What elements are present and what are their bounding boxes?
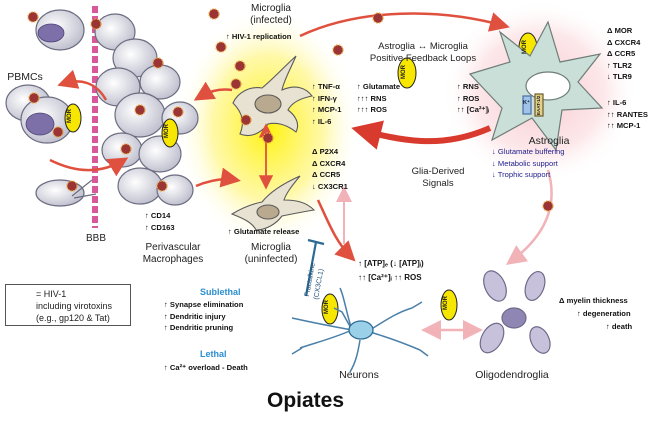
arrow-microglia-to-neurons <box>316 199 356 262</box>
astro-glutamate-buffering: ↓ Glutamate buffering <box>492 147 565 156</box>
microglia-factors2: ↑ Glutamate ↑↑↑ RNS ↑↑↑ ROS <box>357 82 401 118</box>
oligo-effect-myelin: Δ myelin thickness <box>559 296 628 305</box>
neuron-signal-2: ↑↑ [Ca²⁺]ᵢ ↑↑ ROS <box>358 273 422 282</box>
bbb-label: BBB <box>85 233 106 244</box>
astroglia-title: Astroglia <box>528 135 570 147</box>
oligodendroglia-cell <box>479 270 551 354</box>
factor-tnf: ↑ TNF-α <box>312 82 340 91</box>
astroglia-cell <box>468 20 604 152</box>
oligo-effect-death: ↑ death <box>606 322 633 331</box>
astro-trophic-support: ↓ Trophic support <box>492 170 551 179</box>
astro-mcp1: ↑↑ MCP-1 <box>607 121 641 130</box>
astro-il6: ↑ IL-6 <box>607 98 627 107</box>
macrophages-line2: Macrophages <box>142 254 204 265</box>
feedback-line1: Astroglia ↔ Microglia <box>378 41 468 52</box>
kir-label: K⁺ <box>523 100 530 106</box>
astroglia-receptors: Δ MOR Δ CXCR4 Δ CCR5 ↑ TLR2 ↓ TLR9 <box>607 26 641 85</box>
eaat-label: EAAT-1/2 <box>536 95 541 115</box>
mor-label-astro-left: MOR <box>401 65 407 79</box>
sublethal-injury: ↑ Dendritic injury <box>164 311 226 321</box>
feedback-line2: Positive Feedback Loops <box>369 53 477 64</box>
neuron-cell <box>291 287 429 373</box>
astro-cxcr4: Δ CXCR4 <box>607 37 641 47</box>
oligo-effect-degeneration: ↑ degeneration <box>577 309 631 318</box>
astro-mor: Δ MOR <box>607 26 633 35</box>
lethal-item: ↑ Ca²⁺ overload - Death <box>164 363 248 372</box>
astro-tlr9: ↓ TLR9 <box>607 72 632 81</box>
arrow-macrophages-to-pbmcs <box>57 69 108 101</box>
arrow-astro-to-microglia <box>351 120 492 150</box>
arrow-astroglia-to-neurons <box>505 169 553 265</box>
arrow-pbmcs-to-macrophages <box>49 157 129 177</box>
macrophages-line1: Perivascular <box>145 242 201 253</box>
marker-cd163: ↑ CD163 <box>145 222 175 232</box>
microglia-infected-subtitle: (infected) <box>250 15 292 26</box>
microglia-receptors: Δ P2X4 Δ CXCR4 Δ CCR5 ↓ CX3CR1 <box>312 147 348 194</box>
legend-line2: including virotoxins <box>36 301 113 311</box>
neuron-signal-1: ↑ [ATP]ₑ (↓ [ATP]ᵢ) <box>358 259 424 268</box>
mg-cxcr4: Δ CXCR4 <box>312 158 346 168</box>
microglia-infected-effect: ↑ HIV-1 replication <box>226 32 292 41</box>
astro-ccr5: Δ CCR5 <box>607 49 636 58</box>
mor-label-pbmc: MOR <box>67 109 73 123</box>
mor-label-macrophage: MOR <box>164 124 170 138</box>
mg-ccr5: Δ CCR5 <box>312 170 341 179</box>
factor-ros: ↑↑↑ ROS <box>357 105 387 114</box>
lethal-title: Lethal <box>200 349 227 359</box>
astro-ros: ↑ ROS <box>457 93 480 103</box>
pbmcs-label: PBMCs <box>7 71 43 83</box>
mor-label-oligo: MOR <box>443 296 449 310</box>
astro-ca: ↑↑ [Ca²⁺]ᵢ <box>457 105 490 114</box>
legend-line1: = HIV-1 <box>36 289 67 299</box>
oligodendroglia-title: Oligodendroglia <box>475 369 549 381</box>
astroglia-deficits: ↓ Glutamate buffering ↓ Metabolic suppor… <box>492 147 565 183</box>
neurons-label: Neurons <box>339 369 379 381</box>
microglia-factors: ↑ TNF-α ↑ IFN-γ ↑ MCP-1 ↑ IL-6 <box>312 82 342 129</box>
astro-rantes: ↑↑ RANTES <box>607 109 648 119</box>
mor-label-neuron: MOR <box>324 300 330 314</box>
pbmc-nuclei <box>25 23 65 136</box>
factor-mcp1: ↑ MCP-1 <box>312 105 342 114</box>
astro-metabolic-support: ↓ Metabolic support <box>492 158 558 168</box>
main-title: Opiates <box>267 389 345 412</box>
macrophage-markers: ↑ CD14 ↑ CD163 <box>145 211 175 235</box>
glia-signals-line1: Glia-Derived <box>411 166 465 177</box>
neuron-soma <box>348 320 374 340</box>
astro-tlr2: ↑ TLR2 <box>607 60 632 70</box>
mg-p2x4: Δ P2X4 <box>312 147 339 156</box>
arrow-macrophages-to-microglia <box>195 167 241 188</box>
astroglia-factors: ↑ RNS ↑ ROS ↑↑ [Ca²⁺]ᵢ <box>457 82 490 118</box>
arrow-microglia-to-macrophages <box>193 81 233 101</box>
factor-glutamate: ↑ Glutamate <box>357 82 401 91</box>
glia-signals-line2: Signals <box>422 178 454 189</box>
legend <box>5 284 131 326</box>
sublethal-synapse: ↑ Synapse elimination <box>164 300 244 309</box>
hiv-virions <box>17 8 554 307</box>
mor-label-astro: MOR <box>522 40 528 54</box>
mg-cx3cr1: ↓ CX3CR1 <box>312 181 348 191</box>
factor-rns: ↑↑↑ RNS <box>357 93 387 103</box>
microglia-uninfected-cell <box>230 175 316 231</box>
astro-rns: ↑ RNS <box>457 82 479 91</box>
sublethal-title: Sublethal <box>200 287 241 297</box>
astroglia-cytokines: ↑ IL-6 ↑↑ RANTES ↑↑ MCP-1 <box>607 98 648 134</box>
microglia-uninfected-title: Microglia <box>250 242 291 253</box>
factor-il6: ↑ IL-6 <box>312 116 332 126</box>
legend-line3: (e.g., gp120 & Tat) <box>36 313 110 323</box>
sublethal-items: ↑ Synapse elimination ↑ Dendritic injury… <box>164 300 244 336</box>
fractalkine-inhibit <box>304 238 325 297</box>
arrow-feedback-top <box>299 12 510 38</box>
microglia-uninfected-subtitle: (uninfected) <box>244 254 298 265</box>
microglia-infected-cell <box>232 55 313 137</box>
factor-ifn: ↑ IFN-γ <box>312 93 337 103</box>
microglia-uninfected-effect: ↑ Glutamate release <box>228 227 300 236</box>
microglia-infected-title: Microglia <box>250 3 291 14</box>
marker-cd14: ↑ CD14 <box>145 211 171 220</box>
sublethal-pruning: ↑ Dendritic pruning <box>164 323 234 332</box>
